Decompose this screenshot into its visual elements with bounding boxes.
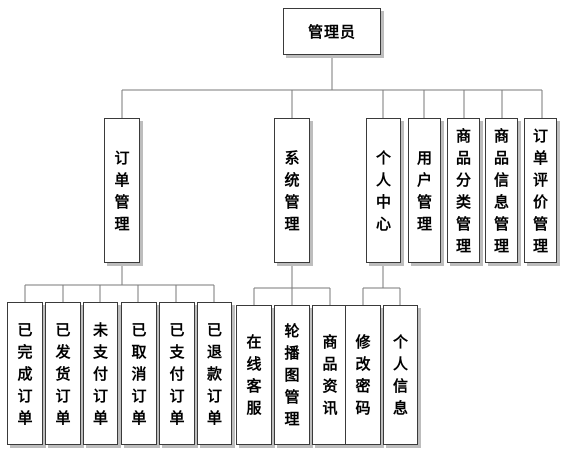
- module-label: 用户管理: [417, 148, 433, 233]
- root-node-admin: 管理员: [283, 8, 381, 55]
- leaf-shipped-orders: 已发货订单: [45, 302, 81, 445]
- leaf-online-support: 在线客服: [236, 305, 272, 445]
- module-label: 订单评价管理: [533, 126, 549, 255]
- leaf-cancelled-orders: 已取消订单: [121, 302, 157, 445]
- leaf-carousel-management: 轮播图管理: [274, 305, 310, 445]
- leaf-label: 已退款订单: [207, 320, 223, 427]
- module-order-management: 订单管理: [104, 118, 140, 263]
- module-category-management: 商品分类管理: [447, 118, 480, 263]
- module-product-info-management: 商品信息管理: [485, 118, 518, 263]
- leaf-label: 已支付订单: [169, 320, 185, 427]
- leaf-label: 个人信息: [393, 333, 409, 417]
- root-node-label: 管理员: [307, 23, 356, 41]
- leaf-completed-orders: 已完成订单: [7, 302, 43, 445]
- leaf-label: 在线客服: [246, 333, 262, 417]
- leaf-paid-orders: 已支付订单: [159, 302, 195, 445]
- leaf-label: 未支付订单: [93, 320, 109, 427]
- module-label: 系统管理: [284, 148, 300, 233]
- module-user-management: 用户管理: [408, 118, 441, 263]
- module-system-management: 系统管理: [274, 118, 310, 263]
- module-label: 订单管理: [114, 148, 130, 233]
- leaf-label: 已发货订单: [55, 320, 71, 427]
- module-label: 商品分类管理: [456, 126, 472, 255]
- module-order-review-management: 订单评价管理: [524, 118, 557, 263]
- leaf-label: 已取消订单: [131, 320, 147, 427]
- leaf-label: 商品资讯: [322, 333, 338, 417]
- leaf-label: 修改密码: [355, 333, 371, 417]
- module-label: 商品信息管理: [494, 126, 510, 255]
- module-label: 个人中心: [376, 148, 392, 233]
- leaf-label: 轮播图管理: [284, 322, 300, 428]
- leaf-product-news: 商品资讯: [312, 305, 348, 445]
- leaf-personal-info: 个人信息: [383, 305, 418, 445]
- leaf-refunded-orders: 已退款订单: [197, 302, 232, 445]
- leaf-change-password: 修改密码: [345, 305, 381, 445]
- module-personal-center: 个人中心: [366, 118, 401, 263]
- leaf-label: 已完成订单: [17, 320, 33, 427]
- leaf-unpaid-orders: 未支付订单: [83, 302, 118, 445]
